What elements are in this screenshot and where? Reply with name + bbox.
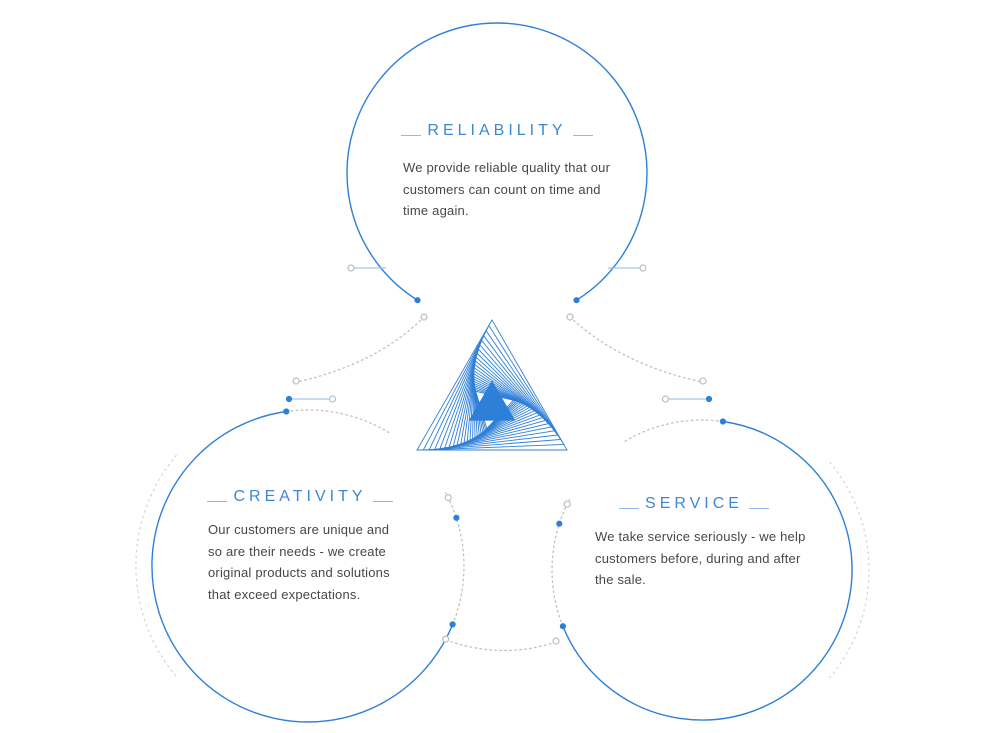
creativity-circle-arc <box>151 410 454 723</box>
service-heading: SERVICE <box>574 495 814 513</box>
triangle-spiral-logo <box>416 319 568 451</box>
tick-connectors <box>289 267 709 400</box>
creativity-text: Our customers are unique and so are thei… <box>208 522 390 602</box>
service-text: We take service seriously - we help cust… <box>595 529 806 587</box>
creativity-heading: CREATIVITY <box>180 488 420 506</box>
reliability-circle-arc <box>346 22 648 301</box>
service-circle-arc <box>562 420 853 721</box>
dotted-connector-arcs <box>135 316 870 678</box>
reliability-heading: RELIABILITY <box>377 122 617 140</box>
node-dots <box>283 264 727 645</box>
reliability-text: We provide reliable quality that our cus… <box>403 160 611 218</box>
